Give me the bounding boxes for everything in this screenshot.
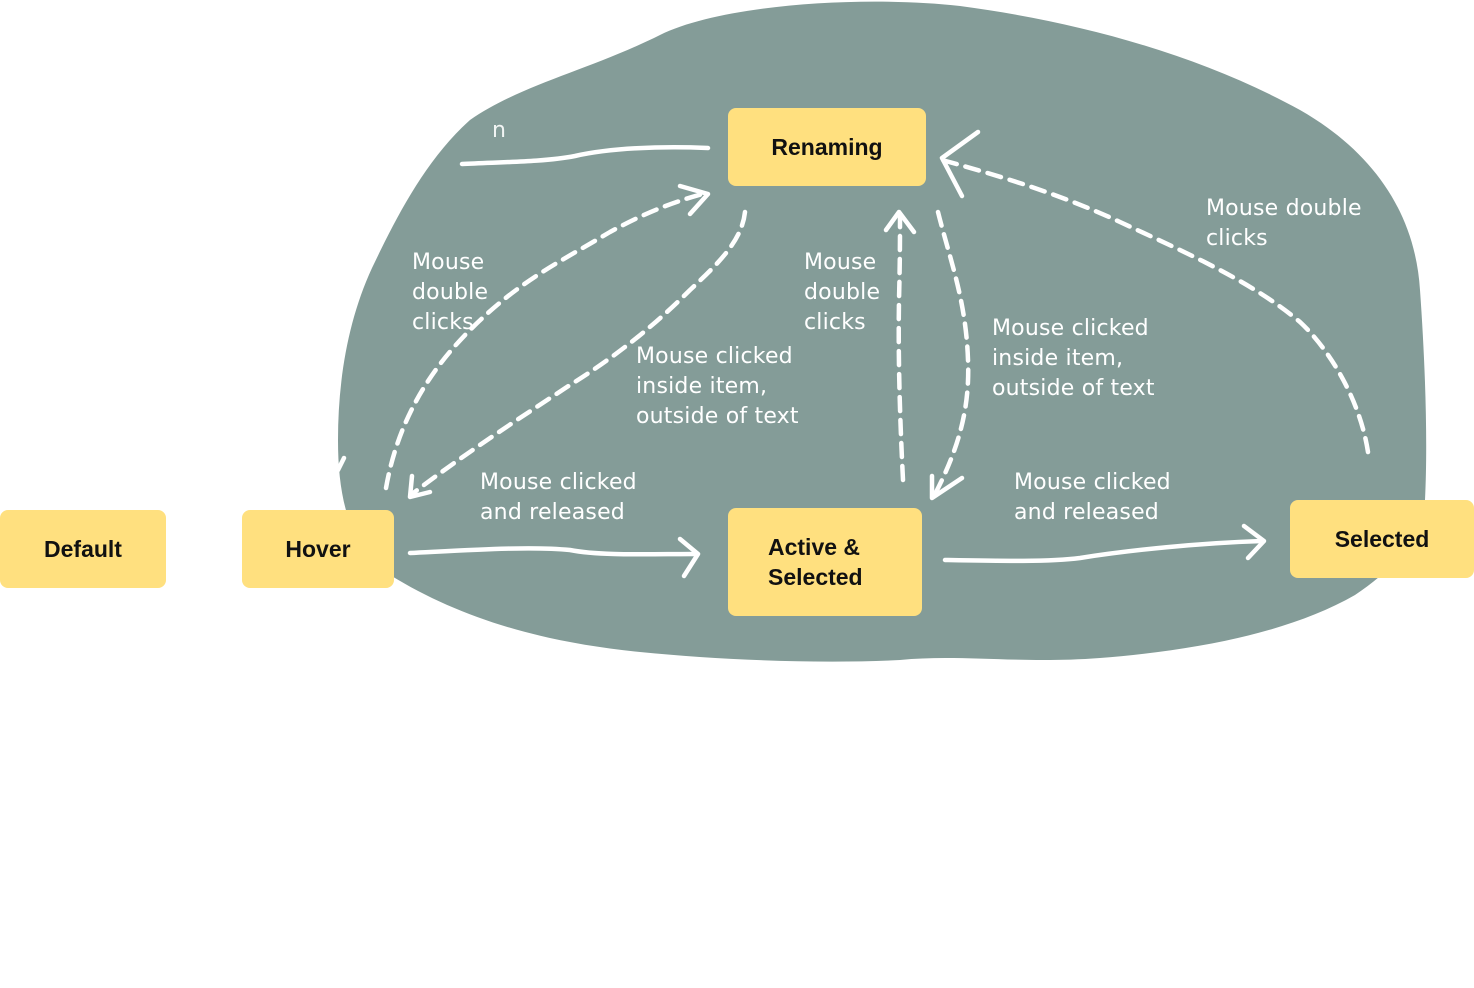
arrow-active-to-selected (942, 538, 1265, 564)
renaming-exit-line (459, 145, 711, 167)
node-hover[interactable]: Hover (242, 510, 394, 588)
arrowhead-hover-to-renaming (677, 183, 711, 217)
arrow-hover-to-renaming (383, 190, 709, 491)
label-selected-to-renaming: Mouse double clicks (1206, 196, 1362, 251)
arrow-active-to-renaming (896, 213, 906, 483)
node-default[interactable]: Default (0, 510, 166, 588)
label-partial-clipped: n (492, 118, 507, 143)
region-blob (338, 1, 1427, 662)
label-hover-to-active: Mouse clicked and released (480, 470, 637, 525)
arrowhead-active-to-selected (1241, 523, 1267, 561)
arrowhead-active-to-renaming (883, 209, 917, 235)
node-active-selected[interactable]: Active & Selected (728, 508, 922, 616)
region-edge-stub (335, 455, 347, 473)
arrow-renaming-to-hover (409, 209, 748, 497)
label-hover-to-renaming: Mouse double clicks (412, 250, 489, 335)
arrowhead-hover-to-active (677, 536, 701, 579)
label-active-to-renaming: Mouse double clicks (804, 250, 881, 335)
arrowhead-renaming-to-hover (407, 473, 433, 500)
node-renaming[interactable]: Renaming (728, 108, 926, 186)
arrowhead-selected-to-renaming (939, 129, 981, 199)
label-active-to-selected: Mouse clicked and released (1014, 470, 1171, 525)
arrow-renaming-to-active (931, 209, 971, 499)
arrow-hover-to-active (407, 546, 699, 557)
node-selected[interactable]: Selected (1290, 500, 1474, 578)
label-renaming-to-hover: Mouse clicked inside item, outside of te… (636, 344, 799, 429)
arrow-selected-to-renaming (939, 157, 1371, 455)
node-active-selected-label: Active & Selected (768, 534, 863, 590)
label-renaming-to-active: Mouse clicked inside item, outside of te… (992, 316, 1155, 401)
arrowhead-renaming-to-active (929, 473, 965, 501)
